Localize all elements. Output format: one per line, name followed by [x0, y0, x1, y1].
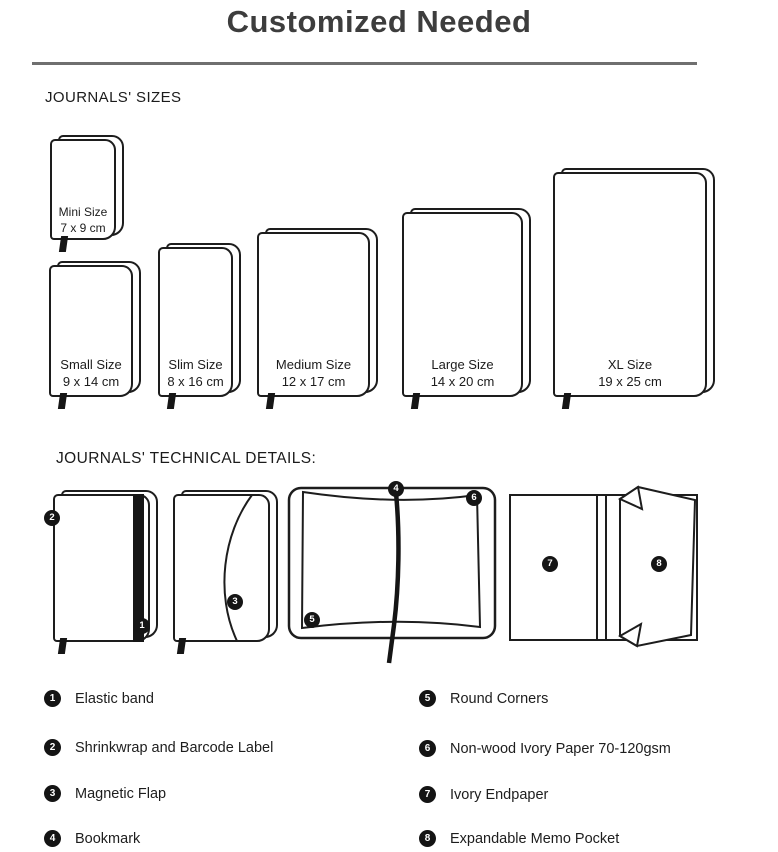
illustration-endpaper-pocket: [509, 485, 698, 648]
legend-number-badge: 1: [44, 690, 61, 707]
legend-label: Magnetic Flap: [75, 785, 167, 802]
marker-ivory-paper: 6: [466, 490, 482, 506]
book-front-cover: [402, 212, 523, 397]
size-label: Small Size 9 x 14 cm: [49, 356, 133, 390]
legend-label: Shrinkwrap and Barcode Label: [75, 739, 274, 756]
book-front-cover: [553, 172, 707, 397]
bookmark-ribbon-icon: [57, 638, 68, 654]
size-label: Mini Size 7 x 9 cm: [50, 204, 116, 236]
marker-elastic-band: 1: [134, 618, 150, 634]
size-label: XL Size 19 x 25 cm: [553, 356, 707, 390]
legend-number-badge: 6: [419, 740, 436, 757]
book-front-cover: [158, 247, 233, 397]
bookmark-ribbon-icon: [166, 393, 177, 409]
legend-item-ivory-endpaper: 7 Ivory Endpaper: [419, 786, 548, 803]
size-dimensions: 7 x 9 cm: [60, 221, 106, 235]
legend-label: Non-wood Ivory Paper 70-120gsm: [450, 740, 671, 757]
bookmark-ribbon-icon: [265, 393, 276, 409]
elastic-band-icon: [133, 494, 144, 642]
legend-number-badge: 8: [419, 830, 436, 847]
book-front-cover: [173, 494, 270, 642]
legend-number-badge: 2: [44, 739, 61, 756]
size-dimensions: 19 x 25 cm: [598, 374, 662, 389]
marker-memo-pocket: 8: [651, 556, 667, 572]
legend-number-badge: 5: [419, 690, 436, 707]
marker-ivory-endpaper: 7: [542, 556, 558, 572]
size-dimensions: 9 x 14 cm: [62, 374, 120, 389]
size-label: Medium Size 12 x 17 cm: [257, 356, 370, 390]
journal-size-mini: Mini Size 7 x 9 cm: [50, 135, 124, 252]
legend-number-badge: 3: [44, 785, 61, 802]
bookmark-ribbon-icon: [58, 236, 69, 252]
header-divider: [32, 62, 697, 65]
legend-item-elastic-band: 1 Elastic band: [44, 690, 154, 707]
page-title: Customized Needed: [226, 4, 532, 39]
bookmark-ribbon-icon: [176, 638, 187, 654]
marker-bookmark: 4: [388, 481, 404, 497]
legend-label: Bookmark: [75, 830, 141, 847]
size-name: Medium Size: [275, 357, 352, 372]
legend-number-badge: 4: [44, 830, 61, 847]
legend-label: Expandable Memo Pocket: [450, 830, 620, 847]
size-name: Small Size: [60, 357, 122, 372]
marker-magnetic-flap: 3: [227, 594, 243, 610]
size-label: Slim Size 8 x 16 cm: [158, 356, 233, 390]
sizes-section-heading: JOURNALS' SIZES: [45, 89, 182, 106]
legend-label: Round Corners: [450, 690, 549, 707]
bookmark-ribbon-icon: [561, 393, 572, 409]
legend-label: Ivory Endpaper: [450, 786, 549, 803]
book-front-cover: [50, 139, 116, 240]
size-dimensions: 8 x 16 cm: [167, 374, 224, 389]
legend-item-bookmark: 4 Bookmark: [44, 830, 140, 847]
illustration-elastic-band-journal: [53, 490, 158, 654]
legend-number-badge: 7: [419, 786, 436, 803]
legend-item-memo-pocket: 8 Expandable Memo Pocket: [419, 830, 619, 847]
bookmark-ribbon-icon: [57, 393, 68, 409]
journal-size-medium: Medium Size 12 x 17 cm: [257, 228, 378, 409]
marker-shrinkwrap: 2: [44, 510, 60, 526]
size-name: Slim Size: [168, 357, 223, 372]
legend-item-ivory-paper: 6 Non-wood Ivory Paper 70-120gsm: [419, 740, 671, 757]
size-dimensions: 14 x 20 cm: [430, 374, 495, 389]
journal-size-small: Small Size 9 x 14 cm: [49, 261, 141, 409]
illustration-open-journal: [287, 486, 497, 664]
legend-label: Elastic band: [75, 690, 154, 707]
journal-size-large: Large Size 14 x 20 cm: [402, 208, 531, 409]
size-label: Large Size 14 x 20 cm: [402, 356, 523, 390]
legend-item-shrinkwrap: 2 Shrinkwrap and Barcode Label: [44, 739, 273, 756]
book-front-cover: [49, 265, 133, 397]
legend-item-round-corners: 5 Round Corners: [419, 690, 548, 707]
size-name: XL Size: [607, 357, 653, 372]
bookmark-ribbon-icon: [410, 393, 421, 409]
journal-size-slim: Slim Size 8 x 16 cm: [158, 243, 241, 409]
magnetic-flap-curve: [223, 494, 253, 642]
legend-item-magnetic-flap: 3 Magnetic Flap: [44, 785, 166, 802]
details-section-heading: JOURNALS' TECHNICAL DETAILS:: [56, 450, 317, 467]
size-name: Mini Size: [58, 205, 108, 219]
illustration-magnetic-flap-journal: [173, 490, 278, 654]
marker-round-corners: 5: [304, 612, 320, 628]
size-name: Large Size: [431, 357, 494, 372]
journal-size-xl: XL Size 19 x 25 cm: [553, 168, 715, 409]
size-dimensions: 12 x 17 cm: [281, 374, 346, 389]
book-front-cover: [257, 232, 370, 397]
